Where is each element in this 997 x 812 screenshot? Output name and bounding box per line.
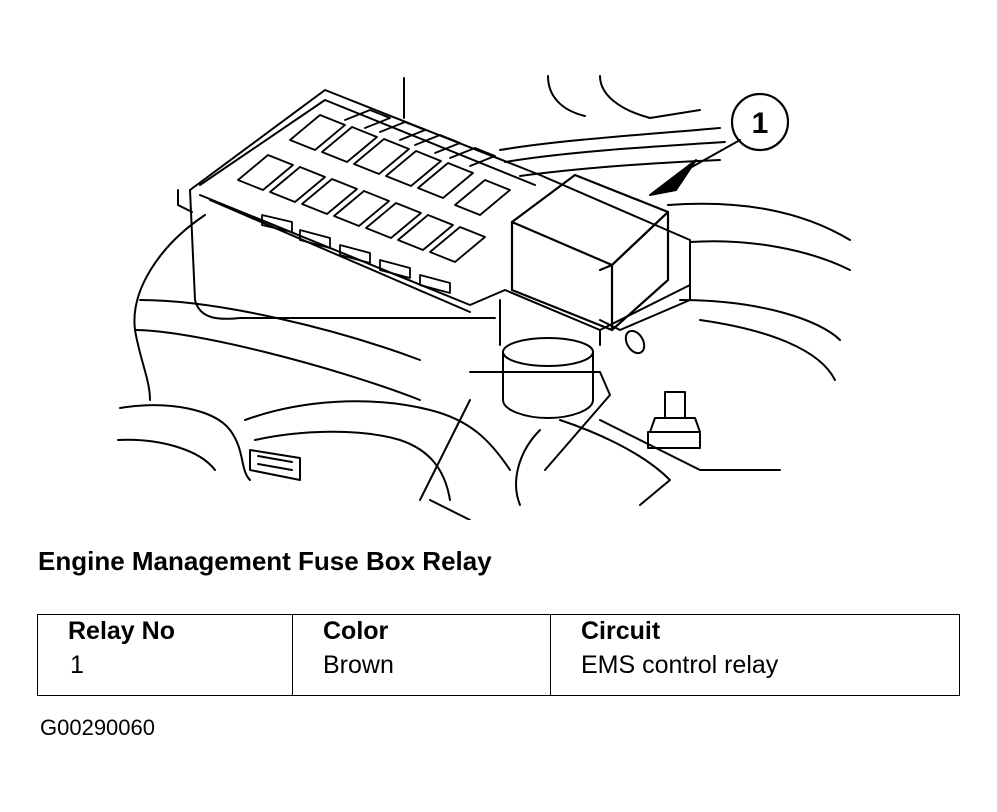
table-header-row: Relay No Color Circuit: [37, 614, 960, 649]
reservoir-cap: [469, 337, 611, 471]
header-relay-no: Relay No: [37, 614, 293, 649]
callout-number: 1: [752, 107, 769, 140]
engine-bay-body: [117, 214, 781, 520]
fuse-array: [237, 109, 511, 294]
fuse-box-housing: [177, 89, 691, 355]
cell-color: Brown: [292, 649, 551, 696]
figure-id: G00290060: [40, 715, 155, 740]
relay-table: Relay No Color Circuit 1 Brown EMS contr…: [37, 614, 960, 696]
terminal-post: [647, 391, 701, 449]
cell-circuit: EMS control relay: [550, 649, 960, 696]
callout-leader: [649, 139, 741, 196]
header-color: Color: [292, 614, 551, 649]
diagram-title: Engine Management Fuse Box Relay: [38, 546, 492, 576]
cell-relay-no: 1: [37, 649, 293, 696]
relay-cube: [510, 173, 670, 332]
header-circuit: Circuit: [550, 614, 960, 649]
wiring-harness: [403, 75, 851, 381]
fuse-box-relay-illustration: 1: [117, 75, 851, 520]
table-row: 1 Brown EMS control relay: [37, 649, 960, 696]
callout-marker: 1: [730, 92, 790, 152]
